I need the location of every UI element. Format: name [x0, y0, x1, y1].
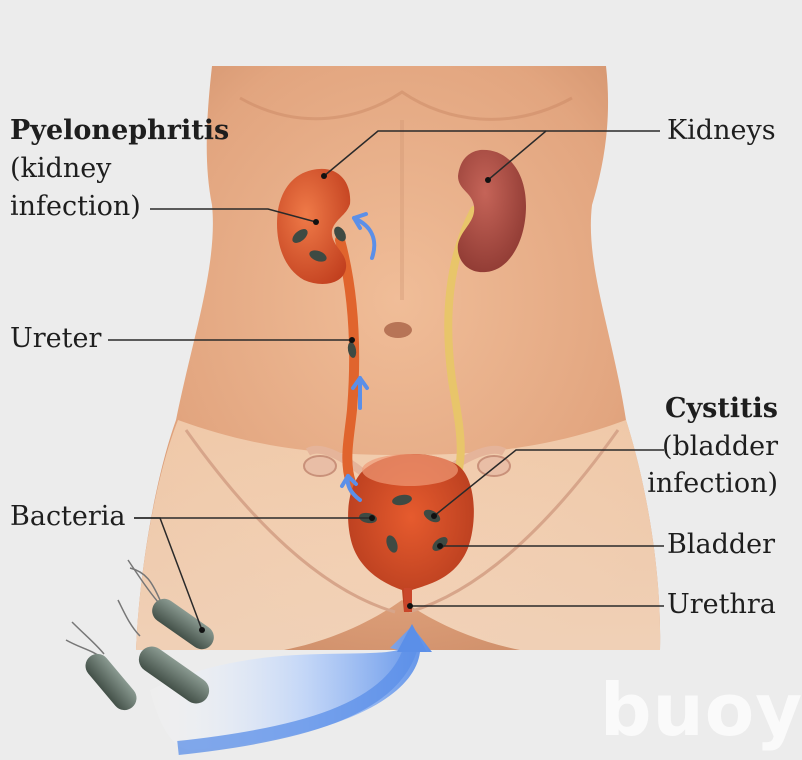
- bladder-dome: [362, 454, 458, 486]
- navel: [384, 322, 412, 338]
- leader-bacteria-down: [134, 517, 203, 631]
- leader-dots: [199, 173, 491, 633]
- leader-lines: [108, 130, 664, 631]
- urethra: [404, 588, 412, 612]
- groin-line-left: [184, 429, 396, 614]
- buoy-watermark-logo: buoy: [600, 668, 802, 752]
- label-bladder: Bladder: [667, 529, 776, 560]
- label-ureter: Ureter: [10, 323, 102, 354]
- bacteria-entry-arrowhead: [397, 624, 427, 652]
- label-cystitis-line1: (bladder: [661, 431, 778, 462]
- label-pyelonephritis-line2: infection): [10, 191, 141, 222]
- leader-cystitis: [433, 449, 664, 517]
- bacteria-entry-arrow-shaft: [177, 647, 417, 755]
- fallopian-tube-left: [305, 445, 365, 476]
- ovary-left: [303, 455, 337, 477]
- bacteria-entry-arrow: [150, 626, 432, 750]
- label-pyelonephritis-title: Pyelonephritis: [10, 115, 230, 146]
- bacteria-large: [65, 559, 214, 711]
- kidney-healthy: [457, 149, 526, 273]
- chest-contour: [239, 90, 573, 121]
- label-cystitis-line2: infection): [647, 468, 778, 499]
- bladder: [348, 453, 474, 612]
- label-cystitis-title: Cystitis: [664, 393, 778, 424]
- label-bacteria: Bacteria: [10, 501, 126, 532]
- label-urethra: Urethra: [667, 589, 776, 620]
- label-pyelonephritis-line1: (kidney: [10, 153, 112, 184]
- leader-kidneys-left: [323, 130, 546, 177]
- leader-pyelonephritis: [150, 208, 317, 223]
- kidney-infected: [277, 168, 351, 284]
- ascending-infection-arrows: [340, 212, 377, 502]
- label-kidneys: Kidneys: [667, 115, 776, 146]
